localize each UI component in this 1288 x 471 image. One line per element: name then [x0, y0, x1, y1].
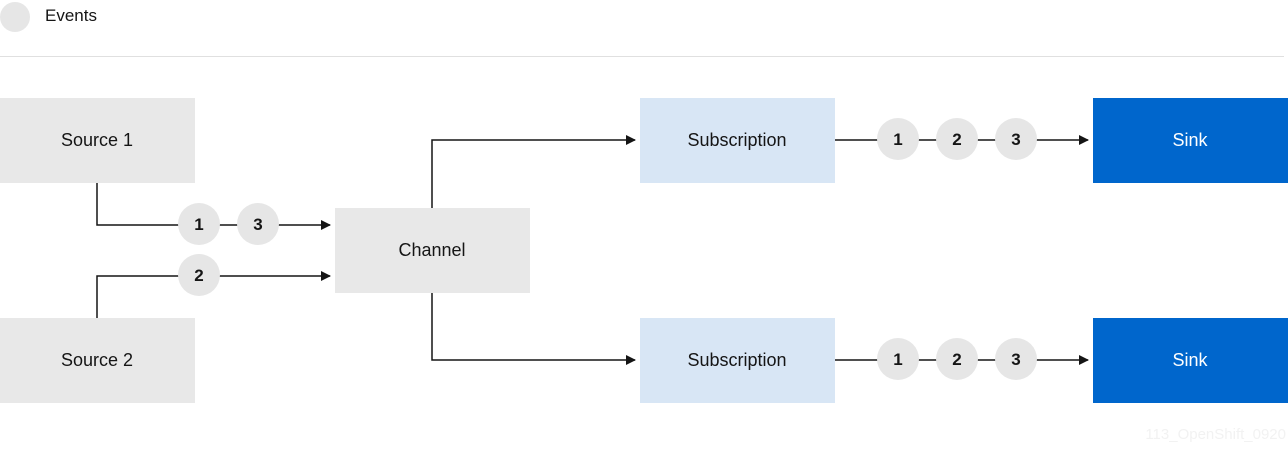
sink-top-node: Sink [1093, 98, 1288, 183]
event-bubble: 3 [995, 118, 1037, 160]
event-bubble: 1 [877, 338, 919, 380]
subscription-bottom-node: Subscription [640, 318, 835, 403]
event-number: 1 [893, 350, 902, 369]
event-number: 2 [952, 350, 961, 369]
sink-bottom-label: Sink [1172, 350, 1208, 370]
subscription-bottom-label: Subscription [687, 350, 786, 370]
event-bubble: 2 [936, 118, 978, 160]
legend: Events [0, 0, 1288, 58]
event-bubble: 1 [178, 203, 220, 245]
event-number: 3 [1011, 350, 1020, 369]
source-1-node: Source 1 [0, 98, 195, 183]
channel-to-subscription-top-connector [431, 135, 636, 208]
event-number: 1 [194, 215, 203, 234]
event-number: 2 [194, 266, 203, 285]
channel-to-subscription-bottom-connector [431, 293, 636, 365]
source-1-label: Source 1 [61, 130, 133, 150]
event-bubble: 3 [237, 203, 279, 245]
event-number: 2 [952, 130, 961, 149]
event-number: 1 [893, 130, 902, 149]
subscription-top-label: Subscription [687, 130, 786, 150]
legend-label: Events [45, 6, 97, 25]
event-bubble: 1 [877, 118, 919, 160]
source-2-node: Source 2 [0, 318, 195, 403]
event-bubble: 2 [178, 254, 220, 296]
legend-divider [0, 56, 1284, 57]
source2-to-channel-connector [96, 271, 331, 318]
event-number: 3 [253, 215, 262, 234]
event-bubble: 2 [936, 338, 978, 380]
event-legend-icon [0, 2, 30, 32]
source-2-label: Source 2 [61, 350, 133, 370]
channel-node: Channel [335, 208, 530, 293]
sink-bottom-node: Sink [1093, 318, 1288, 403]
sink-top-label: Sink [1172, 130, 1208, 150]
event-number: 3 [1011, 130, 1020, 149]
image-id-watermark: 113_OpenShift_0920 [1145, 426, 1286, 443]
channel-label: Channel [398, 240, 465, 260]
subscription-top-node: Subscription [640, 98, 835, 183]
event-bubble: 3 [995, 338, 1037, 380]
